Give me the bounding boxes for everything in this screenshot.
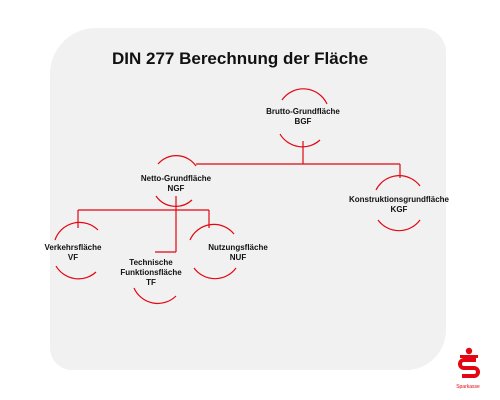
node-tf-abbr: TF [146,278,156,287]
node-bgf: Brutto-Grundfläche BGF [253,107,353,127]
arc-nuf-top [189,223,235,241]
arc-tf-bottom [133,287,177,305]
arc-bgf-top [281,88,328,105]
diagram-title: DIN 277 Berechnung der Fläche [112,49,369,68]
node-ngf-abbr: NGF [167,184,185,193]
arc-vf-bottom [55,265,97,280]
node-tf: Technische Funktionsfläche TF [106,258,196,288]
arc-kgf-top [375,175,421,191]
node-ngf: Netto-Grundfläche NGF [126,174,226,194]
sparkasse-logo-text: Sparkasse [456,384,480,390]
arc-ngf-bottom [155,195,193,207]
node-kgf: Konstruktionsgrundfläche KGF [340,195,458,215]
node-nuf-abbr: NUF [229,253,247,262]
node-kgf-abbr: KGF [390,205,408,214]
node-bgf-name: Brutto-Grundfläche [266,107,340,116]
node-ngf-name: Netto-Grundfläche [140,174,212,183]
diagram-card [50,28,446,370]
node-vf-abbr: VF [67,253,79,262]
arc-kgf-bottom [377,219,421,232]
arc-vf-top [54,221,99,241]
node-kgf-name: Konstruktionsgrundfläche [348,195,449,204]
node-vf-name: Verkehrsfläche [44,243,102,252]
node-vf: Verkehrsfläche VF [34,243,112,263]
node-nuf: Nutzungsfläche NUF [196,243,280,263]
node-bgf-abbr: BGF [294,117,312,126]
node-tf-line1: Technische [129,258,173,267]
sparkasse-logo-icon [458,347,480,378]
node-nuf-name: Nutzungsfläche [208,243,268,252]
arc-ngf-top [157,155,197,167]
node-tf-line2: Funktionsfläche [120,268,182,277]
arc-nuf-bottom [193,267,237,280]
arc-bgf-bottom [279,133,321,148]
